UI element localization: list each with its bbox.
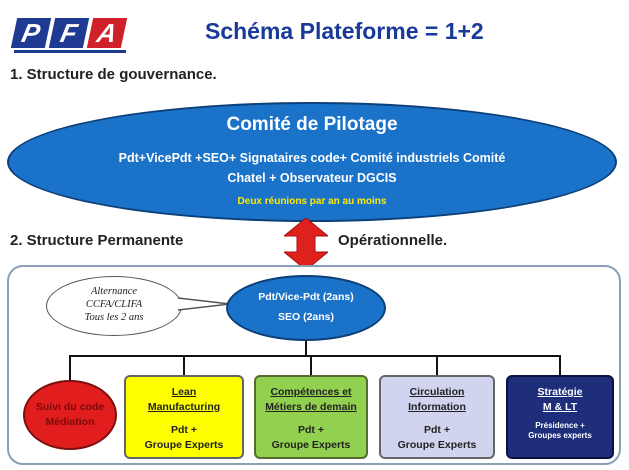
box-yellow-sub2: Groupe Experts (144, 439, 224, 451)
box-strategie: Stratégie M & LT Présidence + Groupes ex… (506, 375, 614, 459)
logo-letter-p: P (10, 18, 52, 48)
logo-letter-a: A (86, 18, 128, 48)
box-red-line2: Médiation (45, 416, 95, 428)
callout-line2: CCFA/CLIFA (85, 299, 143, 310)
box-navy-title1: Stratégie (537, 386, 583, 398)
connector-drop-lavender (436, 355, 438, 376)
connector-vertical-main (305, 341, 307, 356)
box-yellow-title1: Lean (171, 386, 197, 398)
callout-tail (178, 297, 230, 311)
box-red-line1: Suivi du code (35, 401, 105, 413)
callout-line3: Tous les 2 ans (84, 312, 144, 323)
pilotage-note: Deux réunions par an au moins (237, 196, 387, 207)
box-competences: Compétences et Métiers de demain Pdt + G… (254, 375, 368, 459)
box-green-title2: Métiers de demain (265, 401, 357, 413)
box-suivi-code: Suivi du code Médiation (23, 380, 117, 450)
pilotage-members-line1: Pdt+VicePdt +SEO+ Signataires code+ Comi… (118, 151, 506, 165)
pilotage-title: Comité de Pilotage (226, 114, 398, 135)
box-lean-manufacturing: Lean Manufacturing Pdt + Groupe Experts (124, 375, 244, 459)
box-lavender-title1: Circulation (409, 386, 465, 398)
box-green-sub2: Groupe Experts (271, 439, 351, 451)
double-arrow-icon (284, 218, 328, 270)
box-lavender-sub1: Pdt + (424, 424, 450, 436)
box-green-sub1: Pdt + (298, 424, 324, 436)
pilotage-members-line2: Chatel + Observateur DGCIS (227, 171, 397, 185)
logo-letter-f: F (48, 18, 90, 48)
logo-underline (14, 50, 126, 53)
page-title: Schéma Plateforme = 1+2 (205, 18, 484, 44)
presidency-line1: Pdt/Vice-Pdt (2ans) (258, 291, 354, 303)
connector-drop-green (310, 355, 312, 376)
alternance-callout: Alternance CCFA/CLIFA Tous les 2 ans (46, 276, 182, 336)
box-navy-title2: M & LT (542, 401, 578, 413)
box-green-title1: Compétences et (270, 386, 352, 398)
box-navy-sub1: Présidence + (535, 421, 585, 430)
box-lavender-title2: Information (408, 401, 466, 413)
box-yellow-sub1: Pdt + (171, 424, 197, 436)
box-navy-sub2: Groupes experts (528, 431, 592, 440)
connector-drop-navy (559, 355, 561, 376)
callout-line1: Alternance (90, 286, 138, 297)
connector-horizontal (69, 355, 561, 357)
connector-drop-yellow (183, 355, 185, 376)
box-yellow-title2: Manufacturing (147, 401, 221, 413)
section1-heading: 1. Structure de gouvernance. (10, 66, 217, 83)
pfa-logo: P F A (8, 14, 130, 56)
section2-heading-left: 2. Structure Permanente (10, 232, 184, 249)
presidency-ellipse: Pdt/Vice-Pdt (2ans) SEO (2ans) (226, 275, 386, 341)
pilotage-ellipse: Comité de Pilotage Pdt+VicePdt +SEO+ Sig… (7, 102, 617, 222)
section2-heading-right: Opérationnelle. (338, 232, 448, 249)
connector-drop-red (69, 355, 71, 381)
box-circulation-information: Circulation Information Pdt + Groupe Exp… (379, 375, 495, 459)
presidency-line2: SEO (2ans) (277, 311, 335, 323)
box-lavender-sub2: Groupe Experts (397, 439, 477, 451)
